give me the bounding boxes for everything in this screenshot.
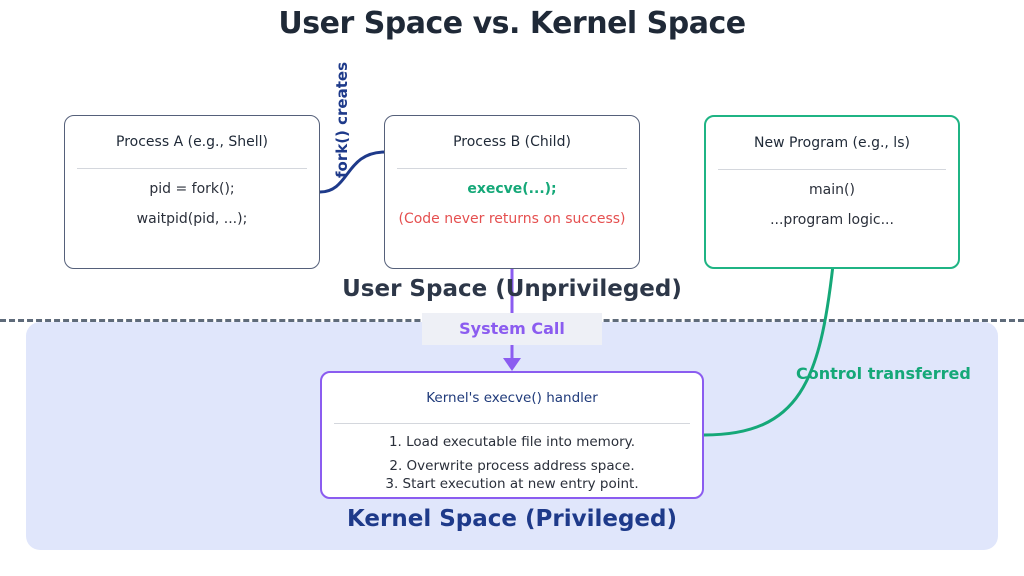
diagram-title: User Space vs. Kernel Space [278, 6, 746, 41]
new-program-title: New Program (e.g., ls) [754, 135, 910, 151]
kernel-handler-divider [334, 423, 690, 424]
process-b-title: Process B (Child) [453, 134, 571, 150]
kernel-step-3: 3. Start execution at new entry point. [385, 476, 639, 492]
system-call-label-background [422, 313, 602, 345]
fork-creates-label: fork() creates [333, 62, 351, 178]
system-call-label: System Call [459, 319, 565, 338]
process-a-line-fork: pid = fork(); [149, 181, 235, 197]
process-b-line-execve: execve(...); [467, 181, 557, 197]
control-transferred-label: Control transferred [796, 364, 971, 383]
system-call-arrowhead [503, 358, 521, 371]
kernel-handler-title: Kernel's execve() handler [426, 390, 598, 406]
new-program-box: New Program (e.g., ls) main() ...program… [704, 115, 960, 269]
process-b-box: Process B (Child) execve(...); (Code nev… [384, 115, 640, 269]
process-a-title: Process A (e.g., Shell) [116, 134, 268, 150]
kernel-step-1: 1. Load executable file into memory. [388, 434, 636, 450]
kernel-execve-handler-box: Kernel's execve() handler 1. Load execut… [320, 371, 704, 499]
new-program-line-logic: ...program logic... [770, 212, 894, 228]
process-b-divider [397, 168, 627, 169]
new-program-divider [718, 169, 946, 170]
kernel-space-label: Kernel Space (Privileged) [346, 506, 677, 532]
control-arrow [703, 264, 835, 437]
new-program-line-main: main() [809, 182, 855, 198]
process-b-line-never-returns: (Code never returns on success) [398, 211, 626, 227]
process-a-line-waitpid: waitpid(pid, ...); [136, 211, 248, 227]
user-space-label: User Space (Unprivileged) [342, 276, 682, 302]
process-a-box: Process A (e.g., Shell) pid = fork(); wa… [64, 115, 320, 269]
process-a-divider [77, 168, 307, 169]
fork-arrow [319, 150, 386, 194]
kernel-step-2: 2. Overwrite process address space. [389, 458, 635, 474]
